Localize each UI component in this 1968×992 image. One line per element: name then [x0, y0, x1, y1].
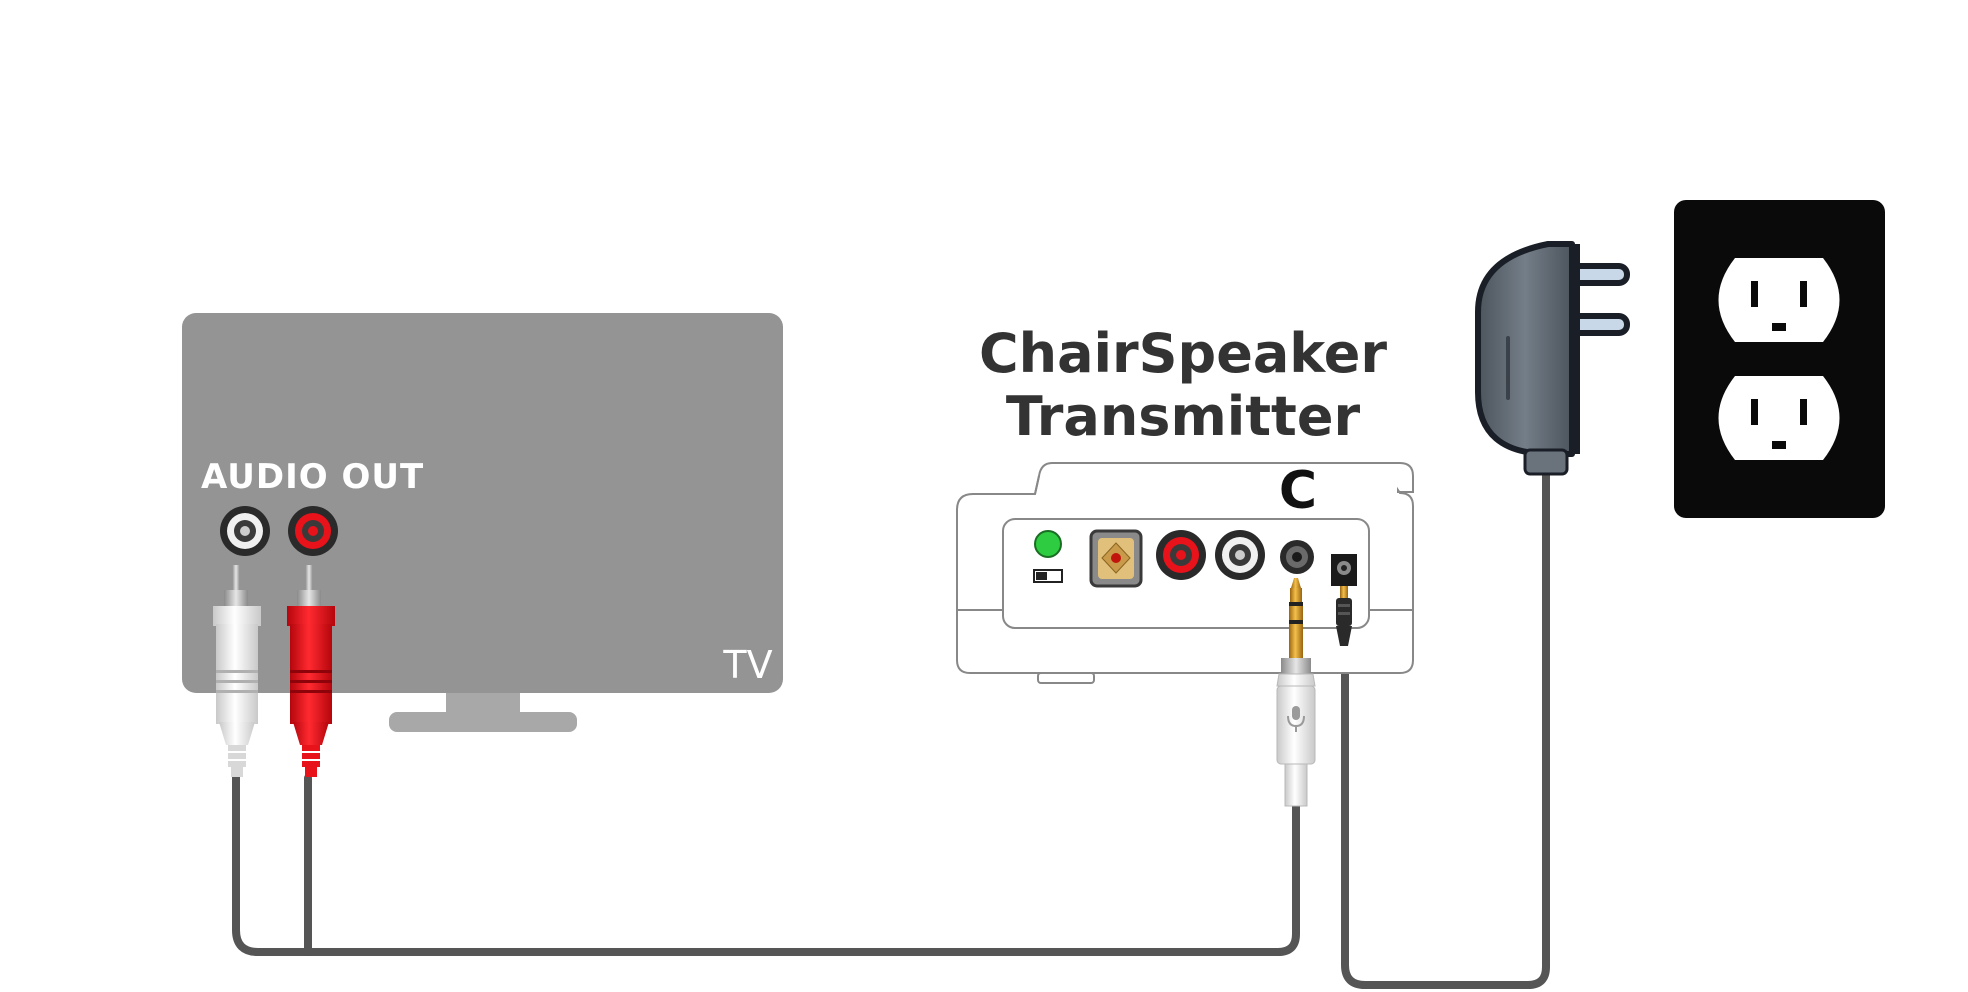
audio-out-label: AUDIO OUT [201, 457, 424, 497]
toggle-switch[interactable] [1033, 569, 1063, 583]
tv-rca-white-jack [220, 506, 270, 556]
tv-body [182, 313, 783, 693]
wall-outlet [1674, 200, 1885, 518]
transmitter-rca-red-jack[interactable] [1156, 530, 1206, 580]
dc-power-jack[interactable] [1331, 554, 1357, 586]
transmitter-rca-white-jack[interactable] [1215, 530, 1265, 580]
aux-plug [1276, 578, 1316, 807]
microphone-icon [1287, 706, 1305, 732]
port-c-label: C [1279, 461, 1317, 521]
tv-label: TV [722, 643, 772, 687]
transmitter-title-line2: Transmitter [1006, 385, 1361, 448]
tv-stand-neck [446, 690, 520, 716]
outlet-plate [1674, 200, 1885, 518]
power-cable [1341, 466, 1550, 989]
rca-red-plug [287, 565, 335, 777]
rca-white-plug [213, 565, 261, 777]
transmitter-title-line1: ChairSpeaker [979, 322, 1387, 385]
wall-adapter [1475, 241, 1630, 476]
optical-port[interactable] [1089, 529, 1143, 588]
power-led-icon [1034, 530, 1062, 558]
tv-rca-red-jack [288, 506, 338, 556]
dc-barrel-plug [1336, 586, 1352, 646]
tv: TV AUDIO OUT [182, 313, 783, 732]
tv-stand-base [389, 712, 577, 732]
audio-cable [232, 771, 1300, 956]
outlet-socket-bottom [1718, 376, 1840, 460]
transmitter-foot [1037, 672, 1095, 684]
outlet-socket-top [1718, 258, 1840, 342]
transmitter: C [956, 461, 1414, 684]
aux-jack-c[interactable] [1280, 540, 1314, 574]
